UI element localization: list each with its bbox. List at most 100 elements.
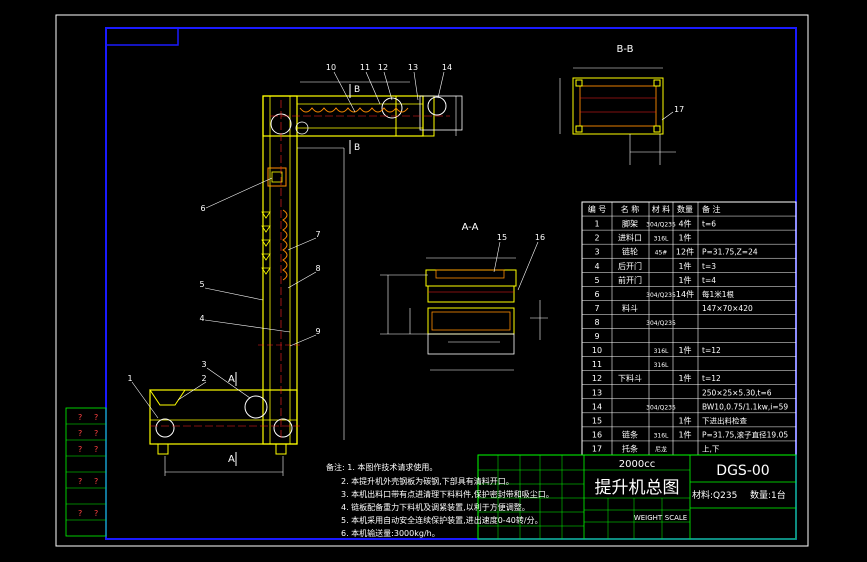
bom-cell: 1件 bbox=[678, 261, 691, 271]
section-aa-title: A-A bbox=[462, 222, 479, 233]
bom-cell: 4 bbox=[594, 262, 599, 271]
callout-7: 7 bbox=[315, 230, 320, 239]
bom-cell: 316L bbox=[654, 348, 669, 355]
side-mark: ? bbox=[94, 413, 98, 422]
note-line: 2. 本提升机外壳钢板为碳钢,下部具有清料开口。 bbox=[341, 476, 514, 486]
quantity-label: 数量:1台 bbox=[750, 489, 786, 501]
bom-header-cell: 编 号 bbox=[588, 204, 607, 214]
bom-cell: 1件 bbox=[678, 233, 691, 243]
bom-cell: 304/Q235 bbox=[646, 404, 676, 411]
callout-8: 8 bbox=[315, 264, 320, 273]
side-mark: ? bbox=[78, 413, 82, 422]
bom-cell: 304/Q235 bbox=[646, 292, 676, 299]
bom-cell: 1件 bbox=[678, 373, 691, 383]
callout-3: 3 bbox=[201, 360, 206, 369]
bom-cell: P=31.75,Z=24 bbox=[702, 248, 758, 257]
callout-17: 17 bbox=[674, 105, 684, 114]
side-mark: ? bbox=[78, 477, 82, 486]
bom-cell: 147×70×420 bbox=[702, 304, 753, 313]
bom-header-cell: 备 注 bbox=[702, 204, 721, 214]
callout-16: 16 bbox=[535, 233, 545, 242]
callout-9: 9 bbox=[315, 327, 320, 336]
callout-11: 11 bbox=[360, 63, 370, 72]
bom-cell: 前开门 bbox=[618, 275, 642, 285]
callout-6: 6 bbox=[200, 204, 205, 213]
drawing-frame bbox=[105, 27, 797, 540]
cut-mark-a-top: A bbox=[228, 374, 235, 385]
bom-cell: 1件 bbox=[678, 415, 691, 425]
bom-cell: 链条 bbox=[622, 429, 638, 439]
bom-header-cell: 材 料 bbox=[652, 204, 671, 214]
bom-cell: 14 bbox=[592, 402, 602, 411]
drive-motor bbox=[427, 96, 447, 116]
bom-cell: 4件 bbox=[678, 219, 691, 229]
side-mark: ? bbox=[94, 445, 98, 454]
bom-cell: 250×25×5.30,t=6 bbox=[702, 388, 772, 397]
bom-cell: 11 bbox=[592, 360, 602, 369]
drawing-number: DGS-00 bbox=[716, 463, 769, 479]
section-bb-view: B-B 17 bbox=[559, 44, 684, 165]
bom-cell: 316L bbox=[654, 362, 669, 369]
bom-cell: 1件 bbox=[678, 345, 691, 355]
bom-cell: 每1米1根 bbox=[702, 289, 735, 299]
bom-cell: P=31.75,滚子直径19.05 bbox=[702, 429, 788, 439]
bom-cell: 12件 bbox=[676, 247, 694, 257]
note-line: 5. 本机采用自动安全连续保护装置,进出速度0-40转/分。 bbox=[341, 515, 543, 525]
bom-cell: 304/Q235 bbox=[646, 320, 676, 327]
vertical-bucket-chain bbox=[282, 209, 288, 281]
top-horizontal-casing bbox=[262, 95, 424, 137]
top-bucket-chain bbox=[299, 107, 409, 113]
outer-sheet-border bbox=[55, 14, 809, 547]
bom-cell: 14件 bbox=[676, 289, 694, 299]
buckets bbox=[261, 211, 271, 275]
bom-cell: 1 bbox=[594, 220, 599, 229]
bom-cell: 托条 bbox=[622, 444, 638, 454]
side-mark: ? bbox=[78, 509, 82, 518]
bom-cell: 15 bbox=[592, 416, 602, 425]
scale-label: SCALE bbox=[665, 514, 687, 522]
cut-mark-b-top: B bbox=[354, 85, 360, 95]
bom-cell: 料斗 bbox=[622, 303, 638, 313]
bom-cell: t=4 bbox=[702, 276, 716, 285]
bottom-sprocket bbox=[244, 395, 268, 419]
callout-2: 2 bbox=[201, 374, 206, 383]
bom-header-cell: 名 称 bbox=[621, 204, 640, 214]
elevator-front-view: B B A A 1 2 3 4 5 6 7 8 bbox=[127, 63, 463, 476]
bom-cell: 3 bbox=[594, 248, 599, 257]
section-bb-title: B-B bbox=[617, 44, 634, 55]
bom-cell: 304/Q235 bbox=[646, 222, 676, 229]
bom-cell: 脚架 bbox=[622, 219, 638, 229]
material-label: 材料:Q235 bbox=[692, 489, 737, 501]
bom-cell: 316L bbox=[654, 432, 669, 439]
technical-notes: 备注: 1. 本图作技术请求使用。 2. 本提升机外壳钢板为碳钢,下部具有清料开… bbox=[326, 462, 554, 538]
callout-14: 14 bbox=[442, 63, 452, 72]
bom-cell: 316L bbox=[654, 236, 669, 243]
callout-10: 10 bbox=[326, 63, 336, 72]
corner-label-box bbox=[105, 27, 179, 46]
bom-cell: BW10,0.75/1.1kw,i=59 bbox=[702, 402, 788, 411]
bom-cell: 6 bbox=[594, 290, 599, 299]
bom-header-cell: 数量 bbox=[677, 204, 693, 214]
callout-15: 15 bbox=[497, 233, 507, 242]
callout-5: 5 bbox=[199, 280, 204, 289]
cut-mark-a-bottom: A bbox=[228, 454, 235, 465]
bom-cell: 9 bbox=[594, 332, 599, 341]
weight-label: WEIGHT bbox=[634, 514, 663, 522]
side-mark: ? bbox=[94, 429, 98, 438]
elevator-casing bbox=[262, 95, 298, 445]
section-aa-view: A-A 15 16 bbox=[380, 222, 548, 371]
bom-cell: 上,下 bbox=[702, 445, 720, 454]
note-line: 备注: 1. 本图作技术请求使用。 bbox=[326, 462, 437, 472]
drawing-title: 提升机总图 bbox=[595, 478, 680, 498]
bom-cell: t=6 bbox=[702, 220, 716, 229]
side-mark: ? bbox=[78, 429, 82, 438]
bom-cell: 后开门 bbox=[618, 261, 642, 271]
cut-mark-b-bottom: B bbox=[354, 143, 360, 153]
note-line: 4. 链板配备重力下料机及调紧装置,以利于方便调整。 bbox=[341, 502, 530, 512]
callout-4: 4 bbox=[199, 314, 204, 323]
bom-cell: 7 bbox=[594, 304, 599, 313]
bom-cell: t=3 bbox=[702, 262, 716, 271]
side-mark: ? bbox=[94, 509, 98, 518]
